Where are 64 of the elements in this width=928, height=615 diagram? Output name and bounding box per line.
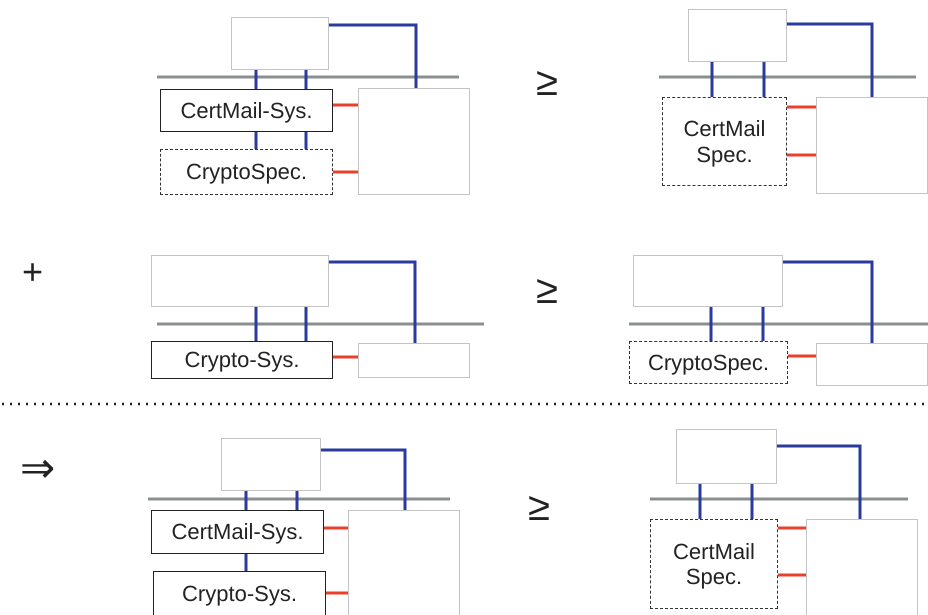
connector-line <box>329 260 416 343</box>
connector-line <box>333 104 358 106</box>
system-box <box>151 510 324 554</box>
system-box <box>160 89 333 132</box>
relation-symbol: ≥ <box>528 487 550 527</box>
connector-line <box>787 106 816 108</box>
component-box <box>358 88 470 195</box>
connector-line <box>762 62 766 97</box>
connector-line <box>254 70 258 89</box>
component-box <box>806 519 918 615</box>
connector-line <box>783 260 874 343</box>
connector-line <box>788 354 816 358</box>
box-label: CertMail Spec. <box>682 116 766 167</box>
connector-line <box>326 592 348 594</box>
connector-line <box>778 526 806 530</box>
component-box <box>348 510 460 615</box>
connector-line <box>329 24 418 88</box>
box-label: CertMail-Sys. <box>180 98 312 124</box>
box-label: Crypto-Sys. <box>182 581 297 607</box>
connector-line <box>778 574 806 576</box>
box-label: Crypto-Sys. <box>184 347 300 373</box>
spec-box <box>650 519 778 609</box>
implication-symbol: ⇒ <box>20 447 55 489</box>
connector-line <box>333 170 358 174</box>
box-label: CryptoSpec. <box>186 159 308 185</box>
connector-line <box>321 448 406 510</box>
connector-line <box>254 307 258 341</box>
component-box <box>221 438 321 491</box>
system-box <box>153 571 326 615</box>
component-box <box>816 343 928 386</box>
component-box <box>676 429 777 484</box>
connector-line <box>304 132 308 149</box>
box-label: CryptoSpec. <box>648 350 770 376</box>
connector-line <box>324 526 348 530</box>
box-label: CertMail-Sys. <box>171 519 304 545</box>
component-box <box>688 9 787 62</box>
component-box <box>358 343 470 378</box>
connector-line <box>244 491 248 510</box>
connector-line <box>710 307 712 341</box>
spec-box <box>662 97 787 186</box>
connector-line <box>304 70 308 89</box>
connector-line <box>787 22 874 97</box>
connector-line <box>710 62 714 97</box>
connector-line <box>787 154 816 156</box>
component-box <box>816 97 928 194</box>
connector-line <box>254 132 258 149</box>
connector-line <box>304 307 308 341</box>
connector-line <box>777 444 862 519</box>
spec-box <box>160 149 333 195</box>
component-box <box>231 17 329 70</box>
connector-line <box>333 356 358 358</box>
relation-symbol: ≥ <box>536 270 558 310</box>
connector-line <box>244 554 248 571</box>
system-box <box>151 341 333 379</box>
operator-symbol: + <box>22 254 44 290</box>
component-box <box>151 255 329 307</box>
connector-line <box>750 484 754 519</box>
relation-symbol: ≥ <box>536 62 558 102</box>
connector-line <box>296 491 298 510</box>
connector-line <box>762 307 764 341</box>
box-label: CertMail Spec. <box>672 538 756 590</box>
spec-box <box>629 341 788 384</box>
connector-line <box>698 484 702 519</box>
component-box <box>633 255 783 307</box>
